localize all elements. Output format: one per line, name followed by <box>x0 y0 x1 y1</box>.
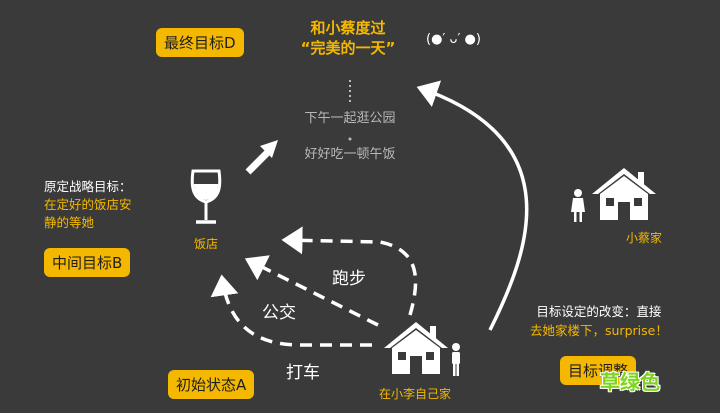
goal-change-line2: 去她家楼下，surprise！ <box>530 323 668 338</box>
plan-line1: 下午一起逛公园 <box>304 111 396 126</box>
adjusted-goal-badge: 目标调整 <box>560 356 637 385</box>
initial-state-badge: 初始状态A <box>168 370 255 399</box>
route-run-line <box>281 226 418 316</box>
route-taxi-label: 打车 <box>286 363 320 383</box>
original-strategy: 原定战略目标： 在定好的饭店安 静的等她 <box>44 178 132 232</box>
adjusted-path-arrow <box>416 80 529 331</box>
wine-glass-icon <box>190 169 222 224</box>
route-run-label: 跑步 <box>332 269 366 289</box>
goal-change-title: 目标设定的改变：直接 <box>530 302 668 321</box>
middle-goal-badge: 中间目标B <box>44 248 131 277</box>
plan-separator-dot <box>348 137 352 141</box>
house-icon <box>384 322 448 374</box>
original-strategy-title: 原定战略目标： <box>44 179 132 194</box>
xiaocai-home-label: 小蔡家 <box>625 231 662 245</box>
final-goal-text: 和小蔡度过 “完美的一天” <box>278 18 418 58</box>
emoticon: (●′ ᴗ′ ●) <box>426 32 481 47</box>
person-icon <box>571 189 585 222</box>
person-icon <box>452 343 460 376</box>
xiaoli-house-icon <box>384 322 460 376</box>
original-strategy-line1: 在定好的饭店安 <box>44 197 132 212</box>
watermark: 草绿色 <box>600 370 660 394</box>
final-goal-line2: “完美的一天” <box>300 39 396 57</box>
restaurant-label: 饭店 <box>193 237 218 251</box>
xiaocai-house-icon <box>571 168 656 222</box>
house-icon <box>592 168 656 220</box>
original-strategy-line2: 静的等她 <box>44 215 95 230</box>
route-taxi-line <box>210 274 372 347</box>
plan-line2: 好好吃一顿午饭 <box>304 147 396 162</box>
goal-change: 目标设定的改变：直接 去她家楼下，surprise！ <box>530 302 668 340</box>
final-goal-line1: 和小蔡度过 <box>310 19 386 37</box>
final-goal-badge: 最终目标D <box>156 28 244 57</box>
arrow-icon <box>245 140 278 175</box>
route-bus-line <box>244 255 379 327</box>
xiaoli-home-label: 在小李自己家 <box>378 387 451 401</box>
goal-change-title-text: 目标设定的改变：直接 <box>536 304 662 319</box>
route-bus-label: 公交 <box>262 303 296 323</box>
